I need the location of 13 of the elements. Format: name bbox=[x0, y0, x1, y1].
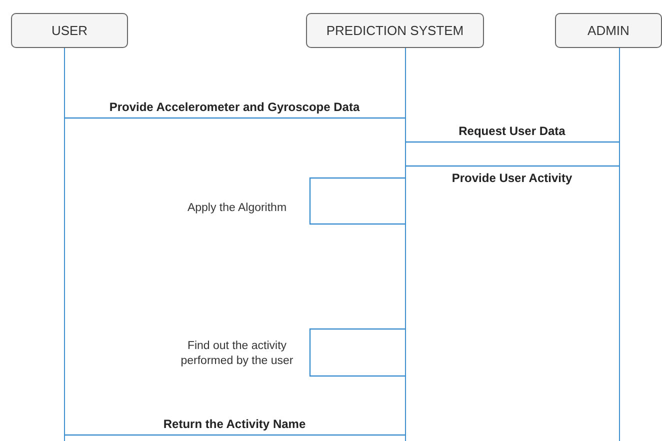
edge-label: Return the Activity Name bbox=[163, 417, 306, 431]
participant-box: ADMIN bbox=[555, 13, 662, 48]
edge-label: Request User Data bbox=[458, 124, 566, 138]
message-line bbox=[64, 117, 405, 119]
participant-box: USER bbox=[11, 13, 128, 48]
edge-label: Find out the activity performed by the user bbox=[180, 339, 294, 369]
edge-label: Provide Accelerometer and Gyroscope Data bbox=[109, 100, 360, 114]
message-line bbox=[64, 434, 405, 436]
participant-box: PREDICTION SYSTEM bbox=[306, 13, 484, 48]
message-line bbox=[405, 141, 619, 143]
edge-label: Apply the Algorithm bbox=[186, 201, 288, 216]
message-line bbox=[405, 165, 619, 167]
edge-label: Provide User Activity bbox=[452, 171, 572, 185]
